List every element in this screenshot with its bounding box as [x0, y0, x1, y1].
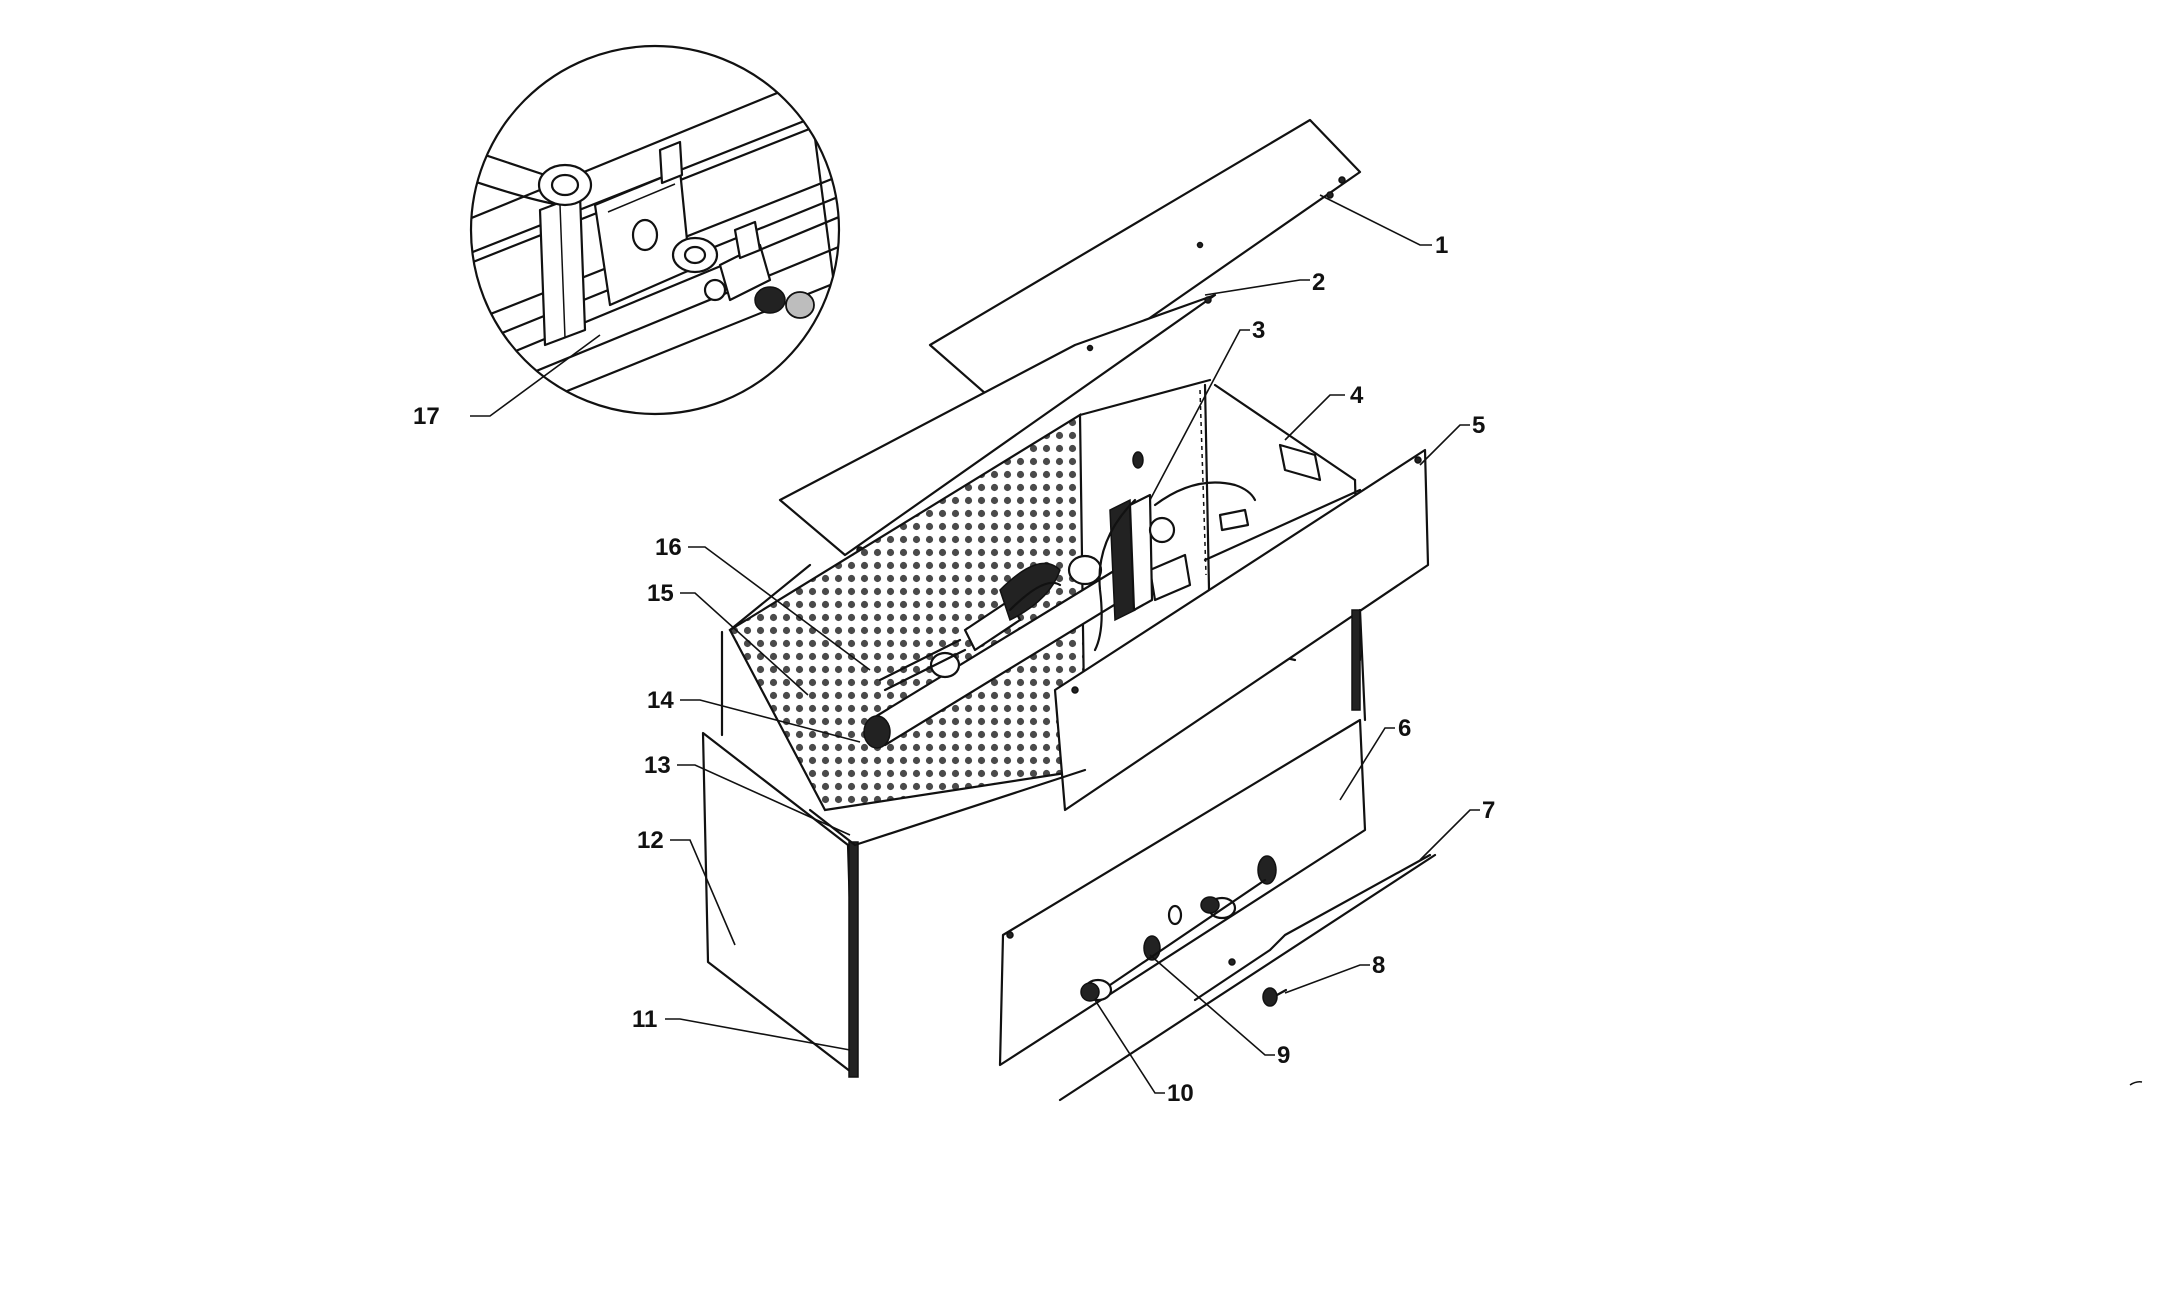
callout-3: 3: [1252, 317, 1265, 344]
leader-lines: [470, 194, 1480, 1094]
stray-mark: [2129, 1081, 2143, 1086]
callout-13: 13: [644, 752, 671, 779]
callout-1: 1: [1435, 232, 1448, 259]
callout-16: 16: [655, 534, 682, 561]
callout-10: 10: [1167, 1080, 1194, 1107]
callout-15: 15: [647, 580, 674, 607]
callout-11: 11: [632, 1006, 657, 1033]
screw-part-8: [1262, 987, 1288, 1007]
callout-14: 14: [647, 687, 674, 714]
bottom-rail-part-7: [1058, 853, 1437, 1102]
callout-9: 9: [1277, 1042, 1290, 1069]
burner-tube-assembly: [863, 553, 1192, 749]
upper-front-panel-part-5: [1053, 448, 1430, 812]
lower-front-panel-part-6: [998, 608, 1367, 1067]
callout-8: 8: [1372, 952, 1385, 979]
top-cover-part-1: [928, 118, 1362, 417]
detail-view-callout: [469, 44, 841, 416]
callout-17: 17: [413, 403, 440, 430]
callout-2: 2: [1312, 269, 1325, 296]
callout-6: 6: [1398, 715, 1411, 742]
edge-strip-part-11-13: [848, 841, 859, 1078]
callout-labels: 1 2 3 4 5 6 7 8 9 10 11 12 13 14 15 16 1…: [413, 232, 1495, 1107]
callout-7: 7: [1482, 797, 1495, 824]
callout-5: 5: [1472, 412, 1485, 439]
callout-4: 4: [1350, 382, 1364, 409]
gas-valve-part-3: [1093, 451, 1257, 652]
callout-12: 12: [637, 827, 664, 854]
side-frame-part-4: [1278, 443, 1322, 482]
